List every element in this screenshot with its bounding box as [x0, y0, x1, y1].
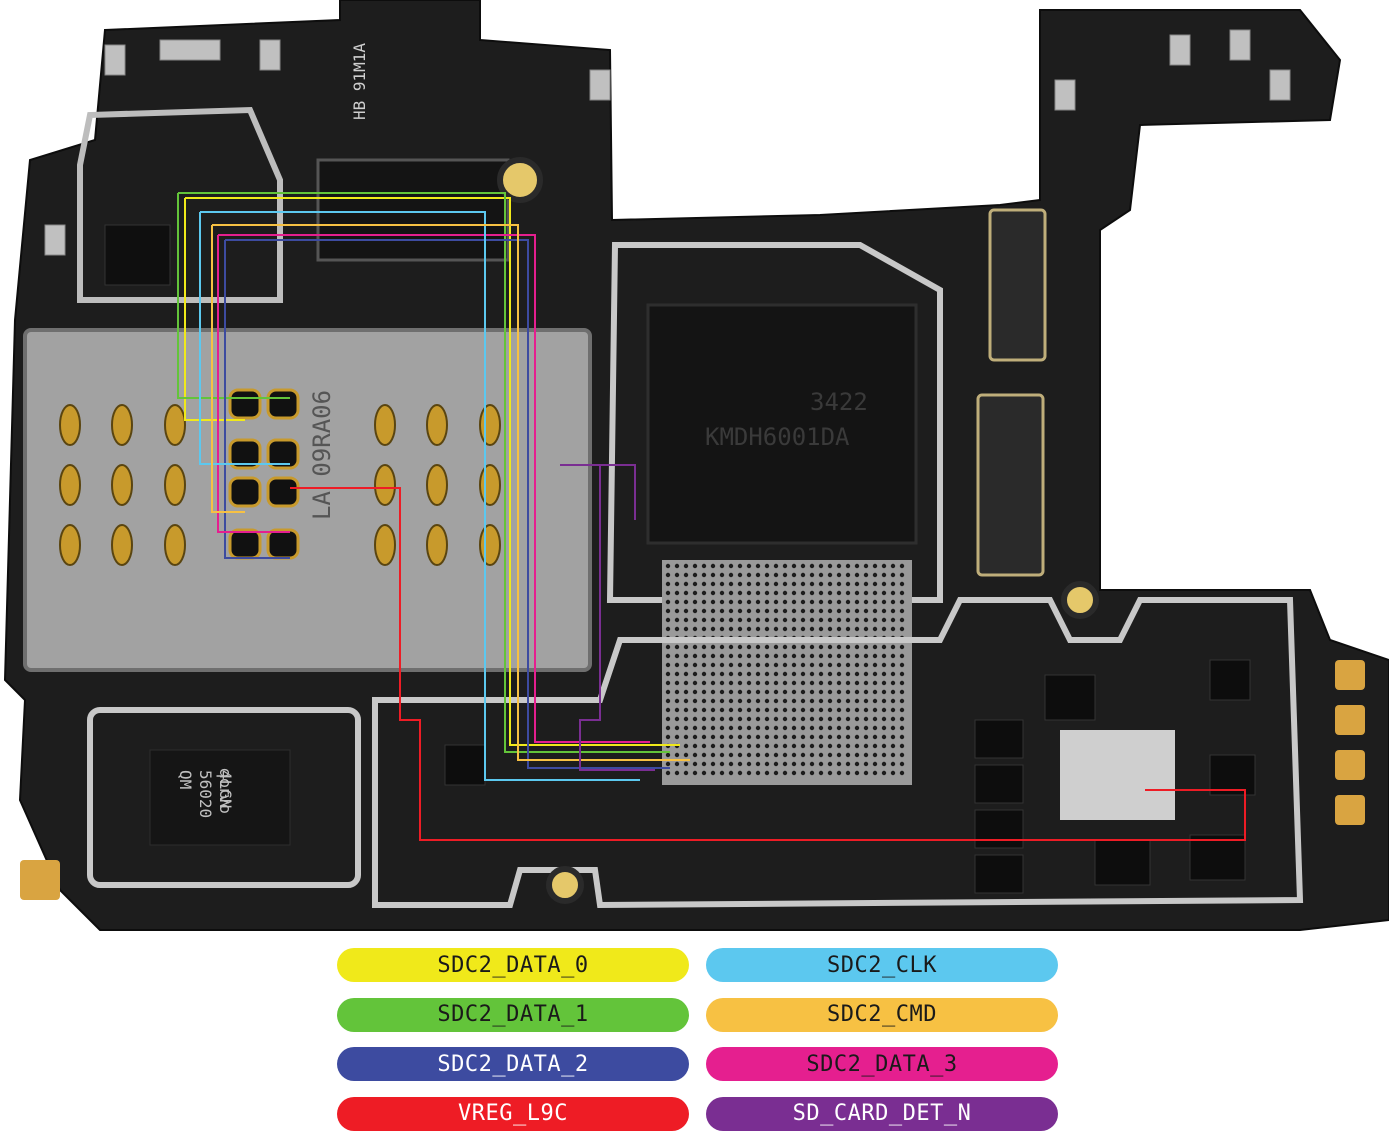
sim-tray-slots — [59, 404, 501, 566]
emmc-marking-date: 3422 — [810, 388, 868, 416]
trace-sdc2-data-2 — [224, 239, 670, 769]
rf-chip-logo: qorvo — [216, 768, 235, 814]
pmic-chip — [104, 224, 171, 286]
legend-item-sdc2-data-3: SDC2_DATA_3 — [706, 1047, 1058, 1081]
legend-item-sdc2-data-1: SDC2_DATA_1 — [337, 997, 689, 1032]
bga-ball-grid — [665, 563, 905, 776]
trace-sd-card-det-n — [560, 464, 655, 771]
shield-frame-top-left — [77, 106, 283, 303]
legend-item-vreg-l9c: VREG_L9C — [337, 1096, 689, 1131]
pcb-board-diagram: LA 09RA06 HB 91M1A KMDH6001DA 3422 qorvo — [3, 0, 1389, 931]
rf-chip-marking-line: 4LGN — [216, 770, 235, 809]
trace-sdc2-cmd — [211, 224, 690, 761]
legend-item-sdc2-cmd: SDC2_CMD — [706, 997, 1058, 1032]
sim-tray-marking: LA 09RA06 — [308, 390, 336, 520]
screw-hole-top — [497, 157, 543, 203]
flex-connector-top — [988, 208, 1047, 362]
screw-hole-right — [1061, 581, 1099, 619]
trace-vreg-l9c — [290, 487, 1246, 841]
trace-sdc2-data-1 — [177, 192, 670, 753]
rf-chip-marking-line: QM — [176, 770, 195, 789]
flex-connector-bottom — [976, 393, 1045, 577]
shield-frame-bottom — [372, 597, 1304, 909]
legend-item-sdc2-clk: SDC2_CLK — [706, 948, 1058, 982]
shield-frame-rf — [87, 707, 361, 888]
antenna-contacts — [44, 29, 1291, 256]
inductors — [444, 659, 1256, 894]
emmc-chip — [646, 303, 918, 545]
trace-sdc2-clk — [199, 211, 640, 781]
emmc-marking-code: KMDH6001DA — [705, 423, 850, 451]
edge-contacts — [20, 660, 1365, 900]
screw-hole-bottom — [546, 866, 584, 904]
shield-frame-soc — [606, 242, 943, 603]
legend-item-sdc2-data-0: SDC2_DATA_0 — [337, 948, 689, 982]
rf-chip — [149, 749, 291, 846]
trace-sdc2-data-3 — [217, 234, 650, 743]
connector-marking: HB 91M1A — [350, 43, 369, 120]
legend-item-sd-card-det-n: SD_CARD_DET_N — [706, 1096, 1058, 1131]
rf-chip-marking-line: 56020 — [196, 770, 215, 818]
connector-housing — [316, 158, 510, 262]
sim-card-pads — [228, 388, 300, 560]
legend-item-sdc2-data-2: SDC2_DATA_2 — [337, 1047, 689, 1081]
pmic-bga — [1060, 730, 1175, 820]
